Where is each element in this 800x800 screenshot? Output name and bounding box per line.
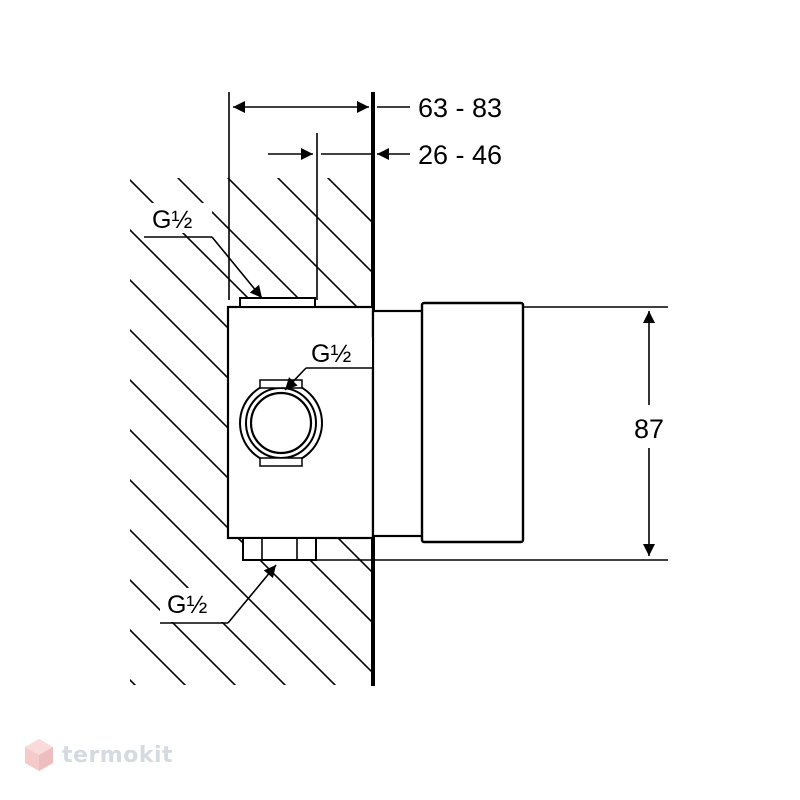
height-label: 87 xyxy=(634,414,664,444)
top-connection-thread-label: G½ xyxy=(152,206,192,234)
hatch-line xyxy=(600,150,800,710)
hatch-line xyxy=(650,150,800,710)
dimension-installation-depth: 26 - 46 xyxy=(268,133,502,300)
hatch-line xyxy=(700,150,800,710)
hatch-line xyxy=(149,178,372,685)
total-depth-label: 63 - 83 xyxy=(418,93,502,123)
dimension-total-depth: 63 - 83 xyxy=(228,92,502,300)
hexagon-logo-icon xyxy=(25,739,53,771)
watermark-brand-text: termokit xyxy=(62,742,174,768)
hatch-line xyxy=(130,178,161,685)
hatch-line xyxy=(199,178,372,685)
watermark: termokit xyxy=(24,735,173,775)
leader-bottom-connection: G½ xyxy=(160,564,277,624)
hatch-line xyxy=(130,178,372,685)
hatch-line xyxy=(130,178,211,685)
bottom-connection-thread-label: G½ xyxy=(167,591,207,619)
hatch-line xyxy=(550,150,800,710)
bottom-connection-nut xyxy=(242,537,317,561)
trim-plate xyxy=(371,309,425,538)
installation-depth-label: 26 - 46 xyxy=(418,140,502,170)
side-connection-ring xyxy=(239,379,323,467)
side-connection-thread-label: G½ xyxy=(311,340,351,368)
leader-top-connection: G½ xyxy=(144,203,263,299)
thermostat-handle xyxy=(420,301,525,544)
hatch-line xyxy=(249,178,372,685)
leader-side-connection: G½ xyxy=(284,337,372,391)
hatch-line xyxy=(130,178,372,685)
hatch-line xyxy=(130,178,361,685)
hatch-line xyxy=(750,150,800,710)
dimension-height: 87 xyxy=(316,306,668,561)
top-connection-stub xyxy=(239,297,316,308)
hatch-line xyxy=(130,178,372,685)
